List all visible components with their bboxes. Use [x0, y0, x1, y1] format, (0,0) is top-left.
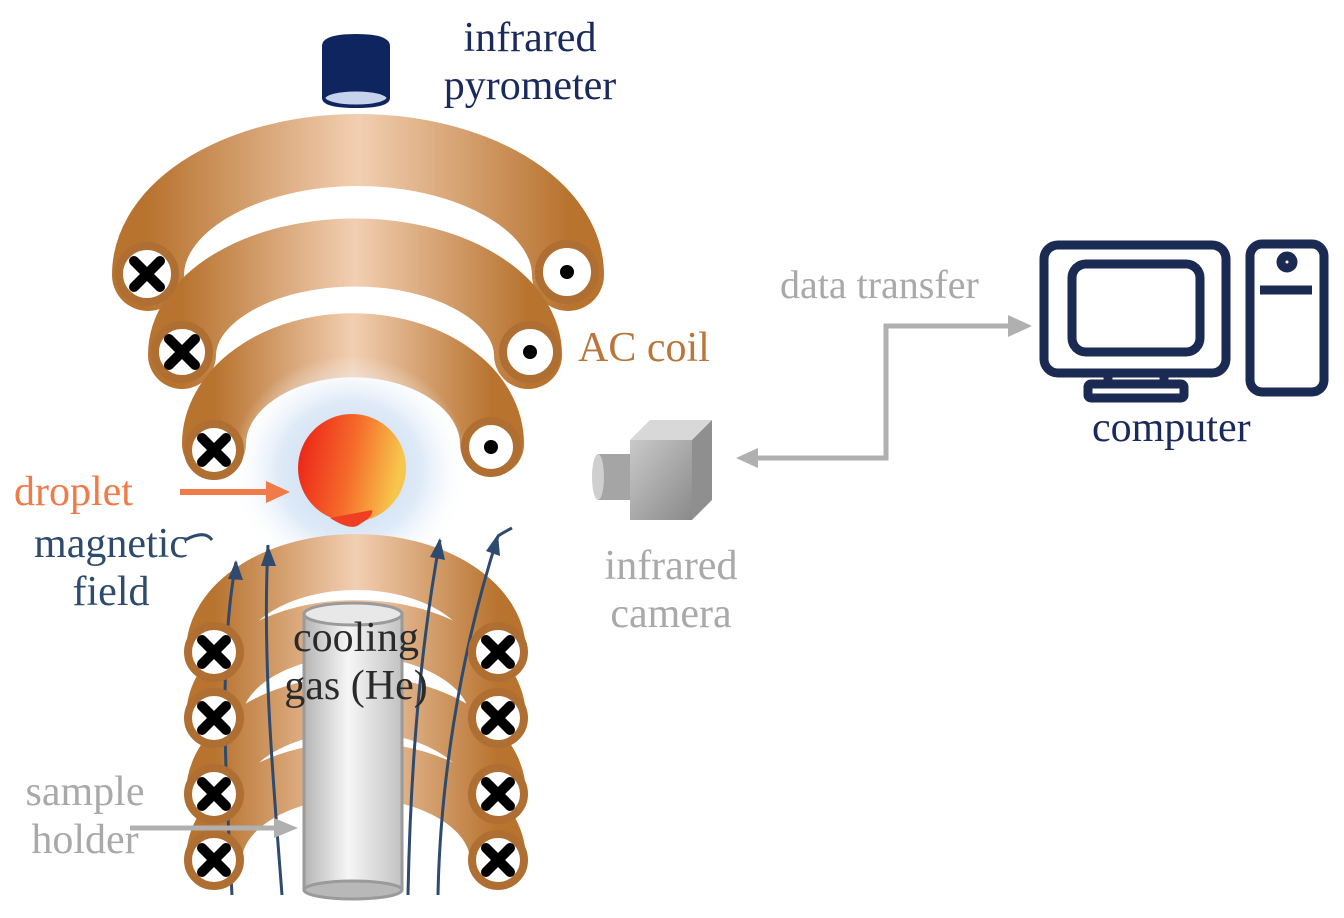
dot-icon	[461, 417, 521, 477]
dot-icon	[499, 321, 561, 383]
droplet-arrow	[180, 481, 290, 503]
cross-icon	[184, 420, 244, 480]
upper-coil-cross-icons	[115, 242, 244, 480]
sample-holder-label: sample holder	[8, 768, 162, 865]
sample-holder-label-line1: sample	[25, 769, 145, 815]
upper-coil-dot-icons	[461, 240, 599, 477]
cross-icon	[184, 622, 244, 682]
pyrometer-icon	[322, 34, 390, 108]
cross-icon	[184, 764, 244, 824]
droplet	[298, 414, 406, 527]
cross-icon	[468, 764, 528, 824]
camera-label: infrared camera	[580, 542, 762, 639]
cross-icon	[468, 622, 528, 682]
cross-icon	[151, 321, 213, 383]
camera-label-line1: infrared	[604, 543, 738, 589]
cross-icon	[184, 830, 244, 890]
computer-label: computer	[1092, 405, 1251, 451]
cooling-gas-label: cooling gas (He)	[266, 614, 446, 711]
cross-icon	[468, 830, 528, 890]
sample-holder	[302, 601, 404, 901]
upper-ac-coil	[112, 114, 604, 476]
sample-holder-label-line2: holder	[31, 817, 139, 864]
cross-icon	[115, 242, 179, 306]
magnetic-field-label-line2: field	[72, 569, 150, 616]
pyrometer-label: infrared pyrometer	[420, 14, 640, 111]
magnetic-field-label: magnetic field	[14, 520, 208, 617]
camera-icon	[592, 420, 712, 520]
field-arrowheads	[228, 534, 500, 580]
camera-label-line2: camera	[610, 591, 732, 638]
pyrometer-label-line1: infrared	[463, 15, 597, 61]
sample-holder-arrow	[130, 818, 298, 838]
pyrometer-label-line2: pyrometer	[443, 63, 617, 110]
desktop-computer-icon	[1039, 239, 1329, 403]
magnetic-field-label-line1: magnetic	[34, 521, 188, 567]
cooling-gas-label-line1: cooling	[293, 615, 419, 661]
cooling-gas-label-line2: gas (He)	[284, 663, 428, 710]
ac-coil-label: AC coil	[578, 325, 710, 371]
lower-coil-cross-icons	[184, 622, 528, 890]
dot-icon	[535, 240, 599, 304]
data-transfer-label: data transfer	[780, 262, 979, 307]
droplet-label: droplet	[14, 469, 133, 515]
data-transfer-arrow	[736, 315, 1032, 468]
cross-icon	[184, 688, 244, 748]
cross-icon	[468, 688, 528, 748]
